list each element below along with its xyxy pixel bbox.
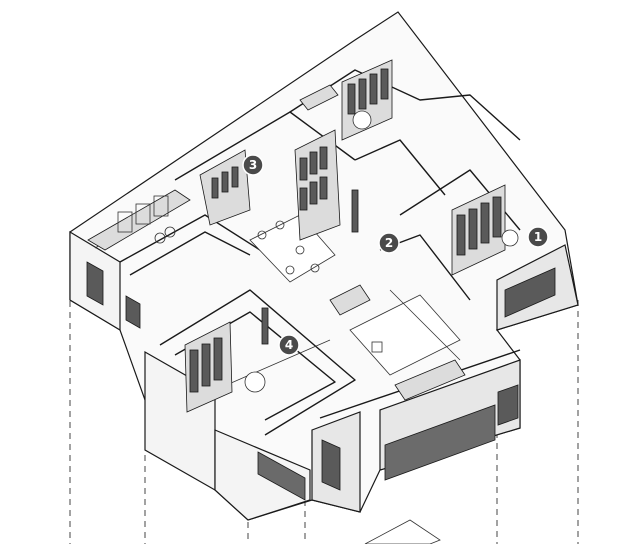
- bedroom-top: [299, 59, 393, 141]
- room-marker-4[interactable]: 4: [278, 334, 300, 356]
- lower-level-edge: [364, 519, 441, 544]
- room-marker-4-label: 4: [285, 338, 293, 352]
- room-marker-1-label: 1: [534, 230, 542, 244]
- room-marker-3[interactable]: 3: [242, 154, 264, 176]
- kitchen: [87, 149, 251, 251]
- left-windows: [86, 261, 341, 501]
- bedroom-right: [451, 184, 556, 318]
- front-window: [384, 384, 519, 481]
- room-marker-2-label: 2: [385, 236, 393, 250]
- central-wardrobe: [294, 129, 359, 241]
- room-marker-3-label: 3: [249, 158, 257, 172]
- bedroom-lower-left: [184, 307, 269, 413]
- room-marker-2[interactable]: 2: [378, 232, 400, 254]
- room-marker-1[interactable]: 1: [527, 226, 549, 248]
- living-area: [349, 289, 466, 401]
